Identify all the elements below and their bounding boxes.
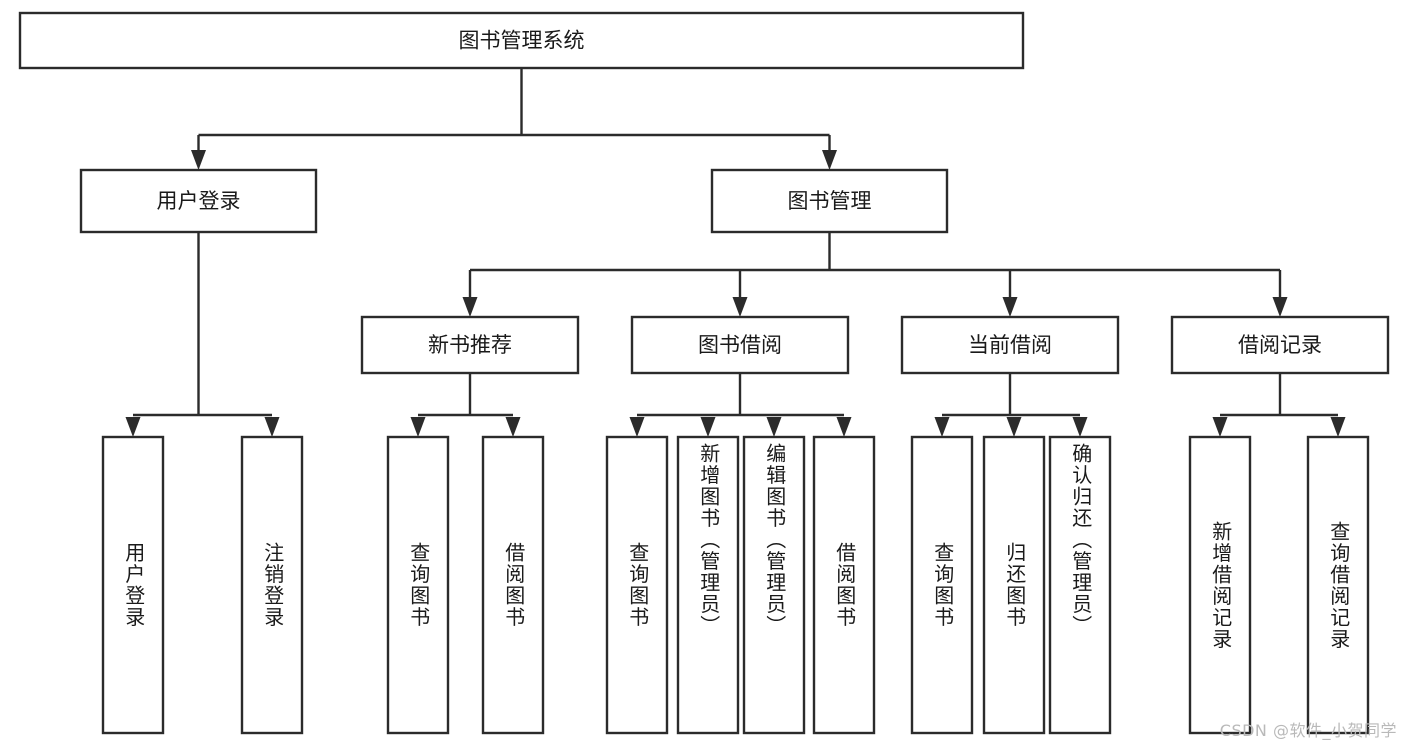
node-box-leaf-1 [240, 435, 304, 735]
leaf-label-6: 编辑图书（管理员） [762, 443, 787, 637]
node-box-level3-3 [1170, 315, 1390, 375]
node-box-leaf-7 [812, 435, 876, 735]
node-box-leaf-0 [101, 435, 165, 735]
leaf-arrow-1 [264, 417, 280, 437]
leaf-arrow-3 [505, 417, 521, 437]
node-box-leaf-2 [386, 435, 450, 735]
node-label-level2-0: 用户登录 [157, 189, 241, 213]
leaf-label-9: 归还图书 [1002, 542, 1027, 628]
level2-arrow-1 [822, 150, 837, 170]
node-box-level2-1 [710, 168, 949, 234]
leaf-label-7: 借阅图书 [832, 542, 857, 628]
leaf-arrow-9 [1006, 417, 1022, 437]
leaf-label-5: 新增图书（管理员） [696, 443, 721, 637]
leaf-arrow-10 [1072, 417, 1088, 437]
node-box-leaf-3 [481, 435, 545, 735]
node-box-leaf-12 [1306, 435, 1370, 735]
leaf-arrow-7 [836, 417, 852, 437]
csdn-watermark: CSDN @软件_小贺同学 [1219, 721, 1397, 740]
node-box-level3-2 [900, 315, 1120, 375]
node-label-level3-0: 新书推荐 [428, 333, 512, 357]
node-label-level3-2: 当前借阅 [968, 333, 1052, 357]
node-label-root: 图书管理系统 [459, 29, 585, 53]
leaf-arrow-5 [700, 417, 716, 437]
leaf-arrow-12 [1330, 417, 1346, 437]
connector-layer [125, 68, 1346, 437]
level3-arrow-3 [1272, 297, 1288, 317]
leaf-label-2: 查询图书 [406, 542, 431, 628]
node-box-root [18, 11, 1025, 70]
node-box-level3-1 [630, 315, 850, 375]
leaf-arrow-4 [629, 417, 645, 437]
node-label-level2-1: 图书管理 [788, 189, 872, 213]
node-box-leaf-4 [605, 435, 669, 735]
node-box-leaf-8 [910, 435, 974, 735]
level3-arrow-0 [462, 297, 478, 317]
leaf-label-8: 查询图书 [930, 542, 955, 628]
leaf-label-1: 注销登录 [260, 542, 285, 628]
node-label-level3-3: 借阅记录 [1238, 333, 1322, 357]
leaf-label-10: 确认归还（管理员） [1068, 443, 1093, 637]
leaf-arrow-0 [125, 417, 141, 437]
leaf-label-12: 查询借阅记录 [1326, 520, 1351, 650]
leaf-arrow-11 [1212, 417, 1228, 437]
leaf-arrow-6 [766, 417, 782, 437]
node-label-level3-1: 图书借阅 [698, 333, 782, 357]
level3-arrow-2 [1002, 297, 1018, 317]
node-box-leaf-10 [1048, 435, 1112, 735]
leaf-label-3: 借阅图书 [501, 542, 526, 628]
leaf-arrow-8 [934, 417, 950, 437]
leaf-label-0: 用户登录 [121, 542, 146, 628]
leaf-arrow-2 [410, 417, 426, 437]
node-box-level2-0 [79, 168, 318, 234]
level3-arrow-1 [732, 297, 748, 317]
node-box-leaf-9 [982, 435, 1046, 735]
leaf-label-11: 新增借阅记录 [1208, 520, 1233, 650]
node-box-leaf-6 [742, 435, 806, 735]
node-box-leaf-5 [676, 435, 740, 735]
leaf-label-4: 查询图书 [625, 542, 650, 628]
level2-arrow-0 [191, 150, 206, 170]
box-layer [18, 11, 1390, 735]
node-box-level3-0 [360, 315, 580, 375]
node-box-leaf-11 [1188, 435, 1252, 735]
